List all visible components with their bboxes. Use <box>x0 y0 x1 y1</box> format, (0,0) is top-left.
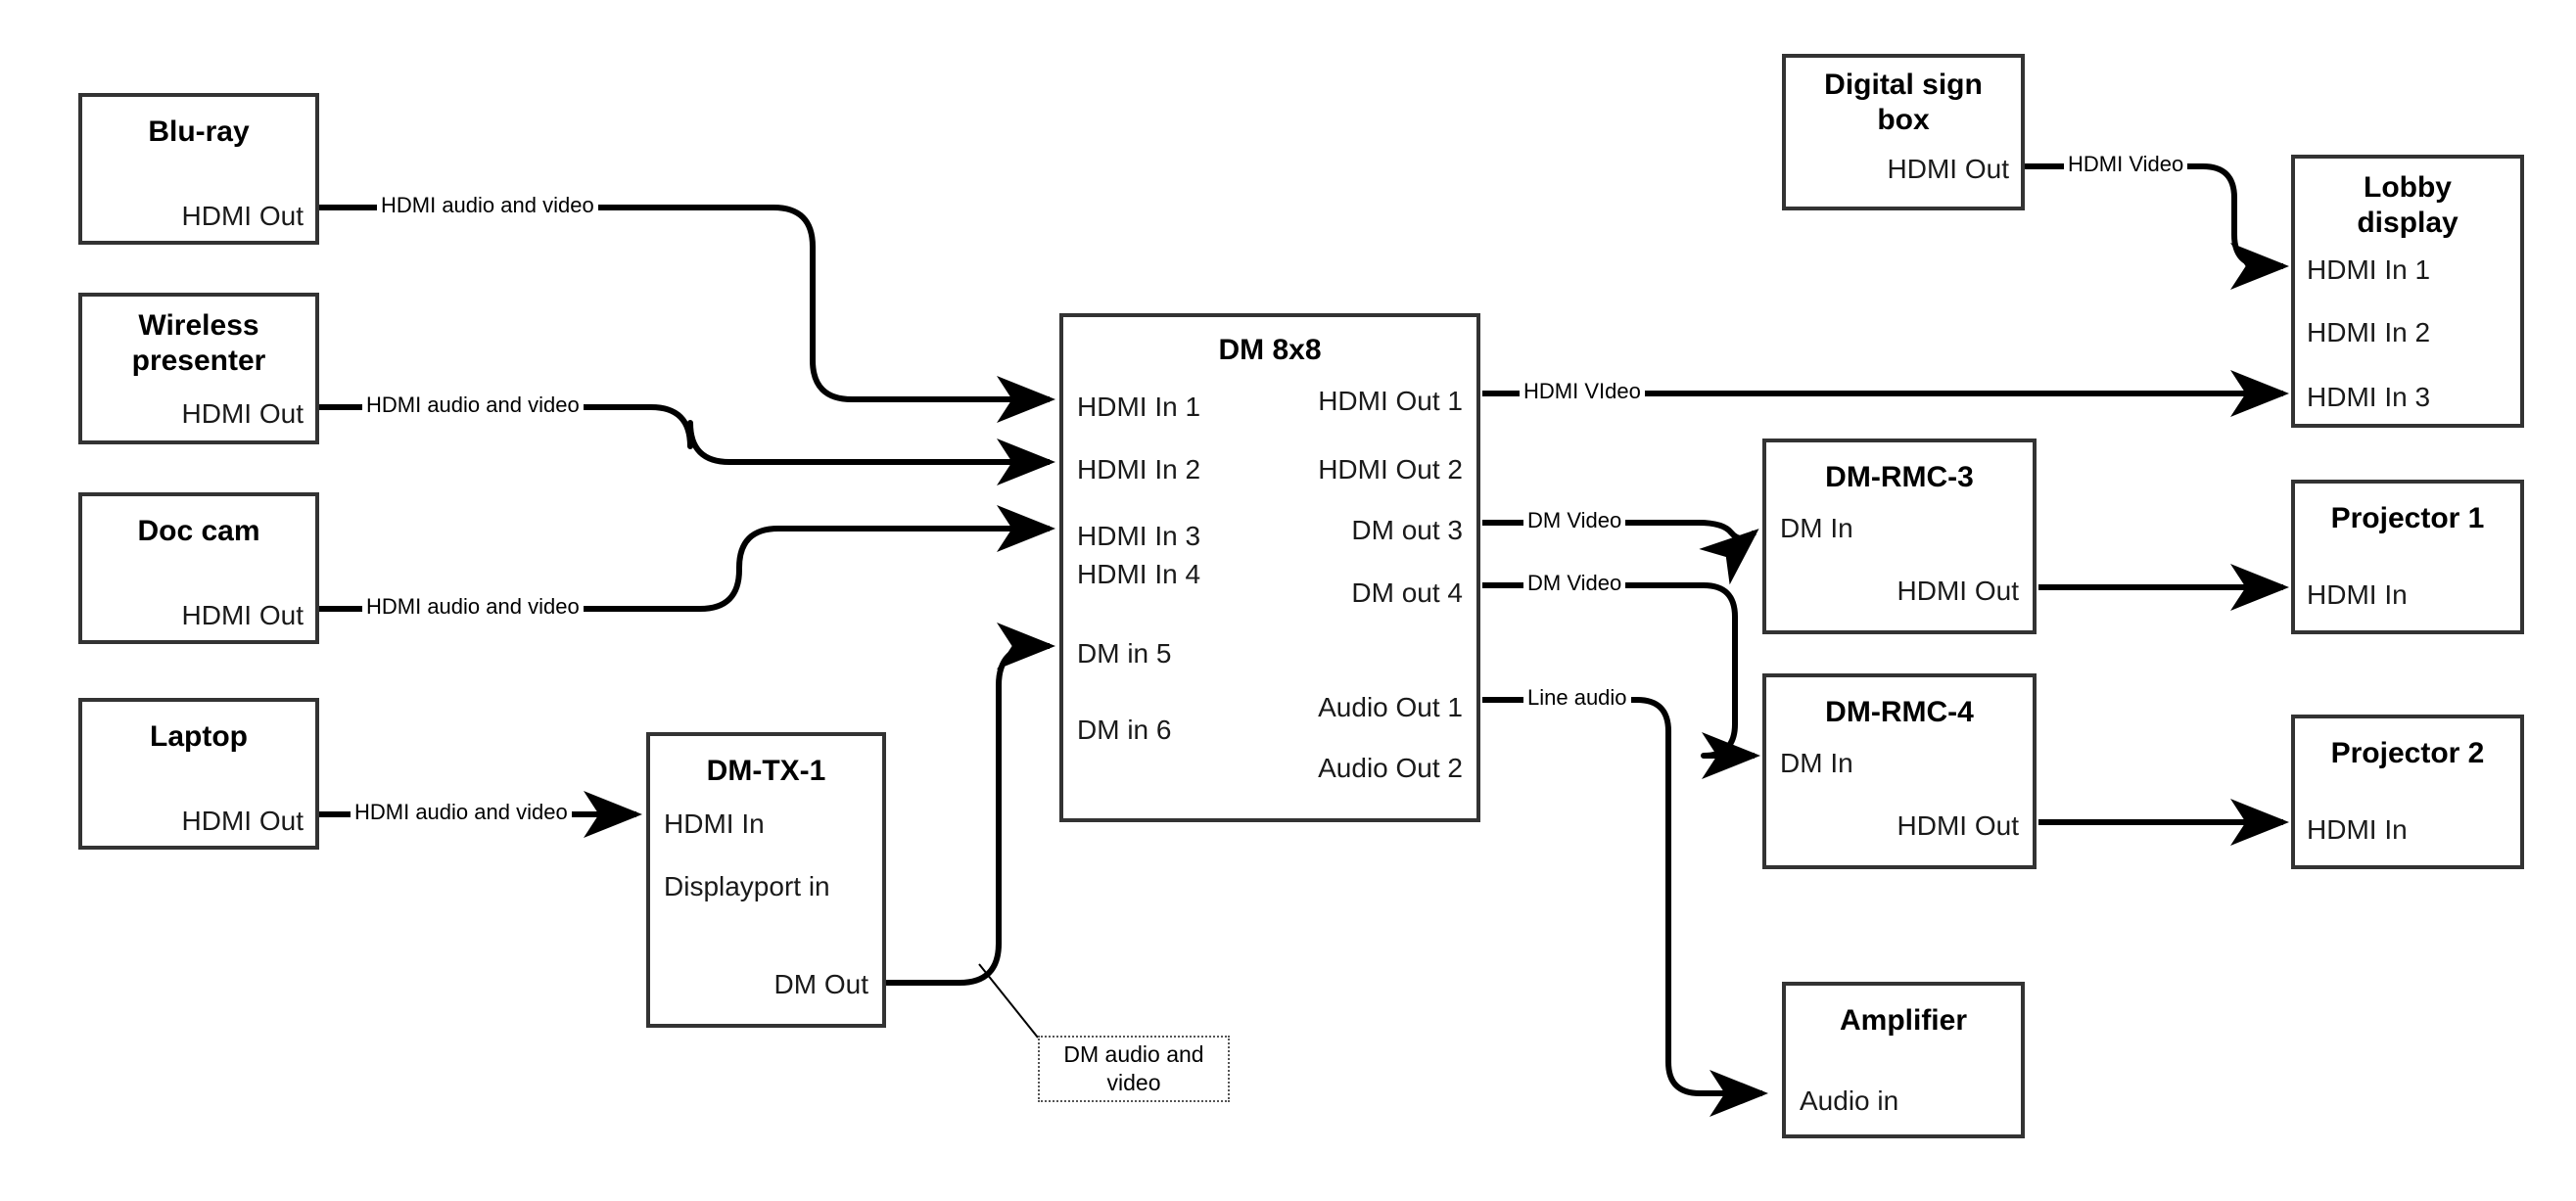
node-lobby-display-port-hdmi-in-2[interactable]: HDMI In 2 <box>2307 317 2431 347</box>
node-dm-8x8-input-2[interactable]: HDMI In 2 <box>1077 454 1201 485</box>
node-dm-rmc-4-title: DM-RMC-4 <box>1825 696 1974 728</box>
wire-label-laptop-to-dmtx1: HDMI audio and video <box>351 802 572 823</box>
node-lobby-display-port-hdmi-in-3[interactable]: HDMI In 3 <box>2307 382 2431 412</box>
annotation-dm-audio-and-video: DM audio and video <box>1038 1036 1230 1102</box>
node-dm-8x8-output-5[interactable]: Audio Out 1 <box>1318 692 1463 722</box>
node-dm-8x8-input-6[interactable]: DM in 6 <box>1077 715 1172 745</box>
node-digital-sign-box-port-hdmi-out[interactable]: HDMI Out <box>1887 154 2009 184</box>
node-projector-2-port-hdmi-in[interactable]: HDMI In <box>2307 814 2408 845</box>
wire-label-wireless-to-dm8x8: HDMI audio and video <box>362 394 584 416</box>
annotation-leader-line <box>978 963 1039 1039</box>
node-blu-ray-title: Blu-ray <box>148 115 250 148</box>
node-amplifier-title: Amplifier <box>1839 1004 1968 1037</box>
node-dm-tx-1-port-dm-out[interactable]: DM Out <box>773 969 868 999</box>
node-dm-tx-1-title: DM-TX-1 <box>706 755 826 787</box>
node-amplifier-port-audio-in[interactable]: Audio in <box>1800 1086 1899 1116</box>
node-dm-8x8-input-5[interactable]: DM in 5 <box>1077 638 1172 669</box>
node-dm-8x8-output-1[interactable]: HDMI Out 1 <box>1318 386 1463 416</box>
node-dm-8x8-input-4[interactable]: HDMI In 4 <box>1077 559 1201 589</box>
node-blu-ray[interactable]: Blu-ray HDMI Out <box>78 93 319 245</box>
node-digital-sign-box[interactable]: Digital sign box HDMI Out <box>1782 54 2025 210</box>
node-projector-1-port-hdmi-in[interactable]: HDMI In <box>2307 579 2408 610</box>
node-dm-tx-1-port-displayport-in[interactable]: Displayport in <box>664 871 830 901</box>
node-lobby-display[interactable]: Lobby display HDMI In 1 HDMI In 2 HDMI I… <box>2291 155 2524 428</box>
wire-label-dm8x8-audio-out-1: Line audio <box>1523 687 1631 709</box>
node-dm-8x8-output-6[interactable]: Audio Out 2 <box>1318 753 1463 783</box>
wire-label-doccam-to-dm8x8: HDMI audio and video <box>362 596 584 618</box>
node-doc-cam-title: Doc cam <box>137 515 260 547</box>
node-dm-rmc-4-port-dm-in[interactable]: DM In <box>1780 748 1853 778</box>
node-lobby-display-title-line2: display <box>2357 207 2459 239</box>
node-dm-rmc-3-title: DM-RMC-3 <box>1825 461 1974 493</box>
node-wireless-presenter-title-line2: presenter <box>131 345 266 377</box>
node-projector-2[interactable]: Projector 2 HDMI In <box>2291 715 2524 869</box>
node-laptop[interactable]: Laptop HDMI Out <box>78 698 319 850</box>
node-dm-8x8-input-3[interactable]: HDMI In 3 <box>1077 521 1201 551</box>
node-lobby-display-port-hdmi-in-1[interactable]: HDMI In 1 <box>2307 254 2431 285</box>
node-dm-rmc-3-port-hdmi-out[interactable]: HDMI Out <box>1897 576 2019 606</box>
node-projector-1[interactable]: Projector 1 HDMI In <box>2291 480 2524 634</box>
node-blu-ray-port-hdmi-out[interactable]: HDMI Out <box>181 201 304 231</box>
node-dm-rmc-3[interactable]: DM-RMC-3 DM In HDMI Out <box>1762 439 2037 634</box>
node-projector-2-title: Projector 2 <box>2330 737 2485 769</box>
node-dm-8x8[interactable]: DM 8x8 HDMI In 1 HDMI In 2 HDMI In 3 HDM… <box>1059 313 1480 822</box>
node-wireless-presenter-title-line1: Wireless <box>138 309 259 342</box>
node-digital-sign-box-title-line1: Digital sign <box>1824 69 1983 101</box>
node-doc-cam[interactable]: Doc cam HDMI Out <box>78 492 319 644</box>
node-dm-rmc-3-port-dm-in[interactable]: DM In <box>1780 513 1853 543</box>
wire-label-dm8x8-dm-out-3: DM Video <box>1523 510 1626 531</box>
node-wireless-presenter[interactable]: Wireless presenter HDMI Out <box>78 293 319 444</box>
node-dm-8x8-input-1[interactable]: HDMI In 1 <box>1077 392 1201 422</box>
node-laptop-title: Laptop <box>150 720 248 753</box>
wire-label-dm8x8-hdmi-out-1: HDMI VIdeo <box>1520 381 1645 402</box>
node-projector-1-title: Projector 1 <box>2330 502 2485 534</box>
node-laptop-port-hdmi-out[interactable]: HDMI Out <box>181 806 304 836</box>
node-amplifier[interactable]: Amplifier Audio in <box>1782 982 2025 1138</box>
node-digital-sign-box-title-line2: box <box>1877 104 1930 136</box>
node-dm-8x8-output-2[interactable]: HDMI Out 2 <box>1318 454 1463 485</box>
node-dm-rmc-4[interactable]: DM-RMC-4 DM In HDMI Out <box>1762 673 2037 869</box>
wire-label-bluray-to-dm8x8: HDMI audio and video <box>377 195 598 216</box>
node-dm-rmc-4-port-hdmi-out[interactable]: HDMI Out <box>1897 810 2019 841</box>
node-dm-8x8-title: DM 8x8 <box>1218 334 1322 366</box>
wire-label-dm8x8-dm-out-4: DM Video <box>1523 573 1626 594</box>
node-doc-cam-port-hdmi-out[interactable]: HDMI Out <box>181 600 304 630</box>
node-dm-tx-1-port-hdmi-in[interactable]: HDMI In <box>664 808 765 839</box>
node-wireless-presenter-port-hdmi-out[interactable]: HDMI Out <box>181 398 304 429</box>
node-lobby-display-title-line1: Lobby <box>2364 171 2452 204</box>
wire-label-sign-to-lobby: HDMI Video <box>2064 154 2188 175</box>
node-dm-8x8-output-3[interactable]: DM out 3 <box>1351 515 1463 545</box>
node-dm-tx-1[interactable]: DM-TX-1 HDMI In Displayport in DM Out <box>646 732 886 1028</box>
node-dm-8x8-output-4[interactable]: DM out 4 <box>1351 577 1463 608</box>
